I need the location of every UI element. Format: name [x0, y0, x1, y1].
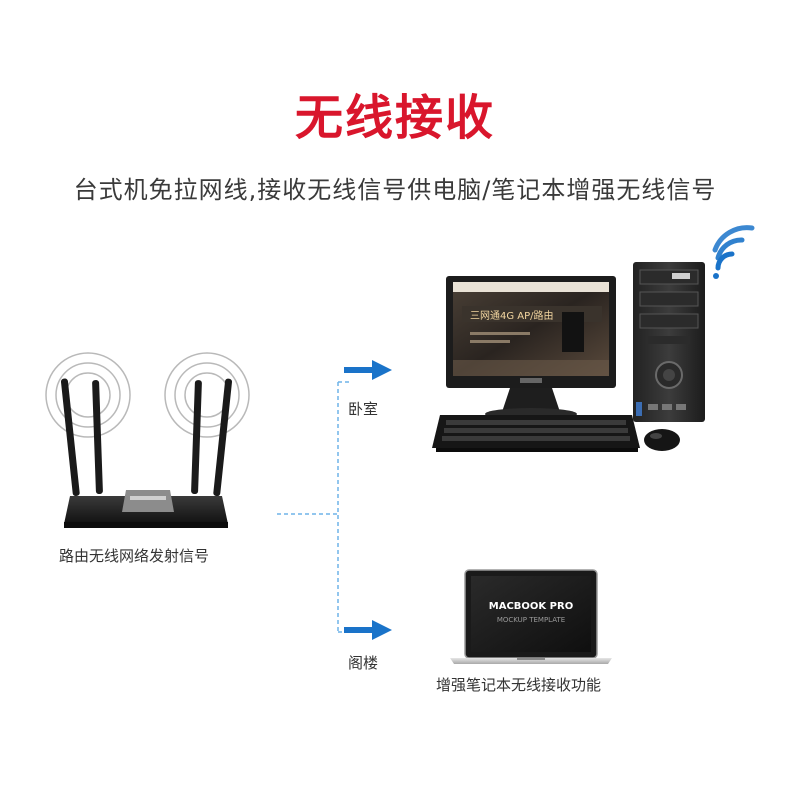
branch-label-bedroom: 卧室	[348, 400, 379, 418]
pc-tower-icon	[633, 262, 705, 422]
laptop-screen-sub: MOCKUP TEMPLATE	[497, 616, 565, 624]
connector-lines	[277, 381, 352, 633]
monitor-banner-text: 三网通4G AP/路由	[470, 309, 554, 322]
keyboard-icon	[432, 415, 640, 452]
laptop-caption: 增强笔记本无线接收功能	[436, 676, 602, 694]
page-subtitle: 台式机免拉网线,接收无线信号供电脑/笔记本增强无线信号	[73, 176, 717, 204]
router-signal-rings-left	[45, 352, 131, 438]
router-signal-rings-right	[164, 352, 250, 438]
page-title: 无线接收	[294, 90, 495, 146]
router-icon	[45, 352, 250, 528]
laptop-icon: MACBOOK PRO MOCKUP TEMPLATE	[450, 569, 612, 664]
wifi-icon	[712, 225, 755, 279]
arrow-to-bedroom	[344, 360, 392, 380]
arrow-to-attic	[344, 620, 392, 640]
branch-label-attic: 阁楼	[348, 654, 379, 672]
monitor-icon: 三网通4G AP/路由	[446, 276, 616, 420]
laptop-screen-brand: MACBOOK PRO	[489, 601, 573, 612]
router-caption: 路由无线网络发射信号	[59, 547, 210, 565]
mouse-icon	[644, 429, 680, 451]
